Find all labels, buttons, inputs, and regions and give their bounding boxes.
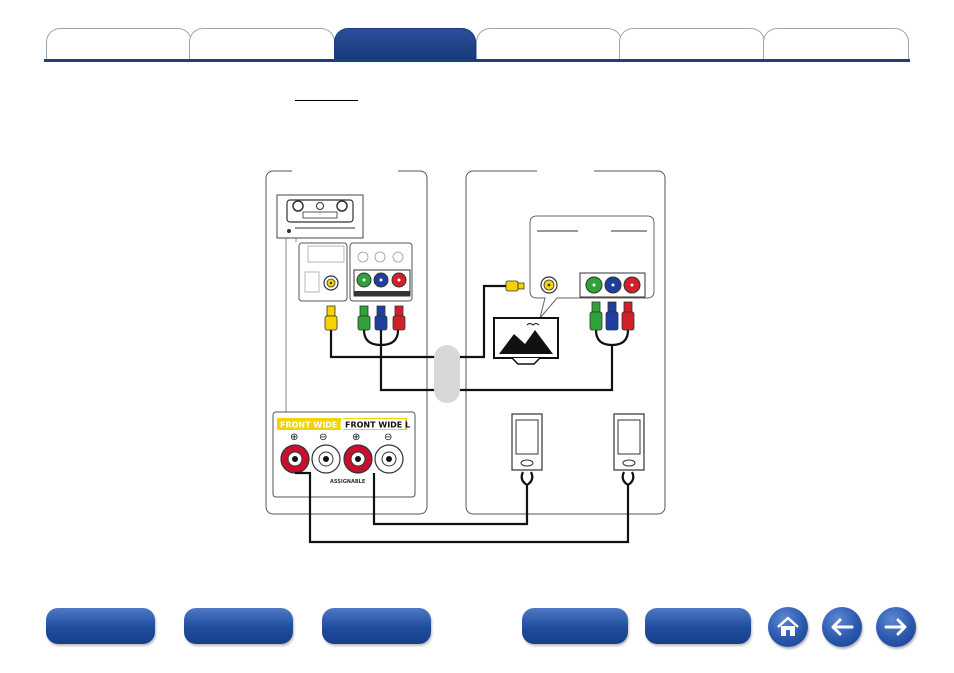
tab-4[interactable] [476, 28, 622, 60]
tv-icon [493, 317, 559, 365]
tab-1[interactable] [46, 28, 192, 60]
tab-3-active[interactable] [334, 28, 476, 60]
video-out-jack-block [298, 242, 348, 302]
home-button[interactable] [768, 607, 808, 647]
component-out-jack-block [349, 242, 413, 302]
tab-5[interactable] [619, 28, 765, 60]
tv-plugs [505, 280, 635, 331]
speaker-terminal-panel: FRONT WIDE R FRONT WIDE L ⊕ ⊖ ⊕ ⊖ ASSIGN… [272, 411, 416, 498]
top-tab-bar [0, 0, 954, 64]
svg-text:⊕: ⊕ [290, 432, 298, 443]
forward-button[interactable] [876, 607, 916, 647]
back-button[interactable] [822, 607, 862, 647]
tab-underline-bar [44, 59, 910, 62]
front-wide-l-label: FRONT WIDE L [345, 421, 410, 430]
receiver-plugs [324, 305, 406, 331]
component-cable [362, 329, 630, 392]
nav-button-1[interactable] [46, 608, 155, 644]
tab-6[interactable] [763, 28, 909, 60]
tab-2[interactable] [189, 28, 335, 60]
nav-button-2[interactable] [184, 608, 293, 644]
back-arrow-icon [831, 618, 854, 636]
speaker-cable-right [372, 471, 534, 526]
gap-marker [434, 345, 460, 403]
home-icon [777, 616, 799, 636]
tv-input-callout [529, 215, 655, 319]
video-cable [329, 284, 506, 359]
nav-button-5[interactable] [645, 608, 751, 644]
front-wide-r-label: FRONT WIDE R [280, 421, 346, 430]
svg-text:⊖: ⊖ [319, 432, 327, 443]
assignable-label: ASSIGNABLE [330, 479, 366, 485]
nav-button-3[interactable] [322, 608, 431, 644]
text-underline [295, 100, 358, 101]
svg-text:⊖: ⊖ [384, 432, 392, 443]
receiver-icon [276, 194, 364, 239]
nav-button-4[interactable] [522, 608, 628, 644]
svg-text:⊕: ⊕ [352, 432, 360, 443]
speaker-right-icon [511, 413, 543, 471]
speaker-left-icon [613, 413, 645, 471]
forward-arrow-icon [884, 618, 907, 636]
speaker-cable-left [295, 471, 635, 544]
